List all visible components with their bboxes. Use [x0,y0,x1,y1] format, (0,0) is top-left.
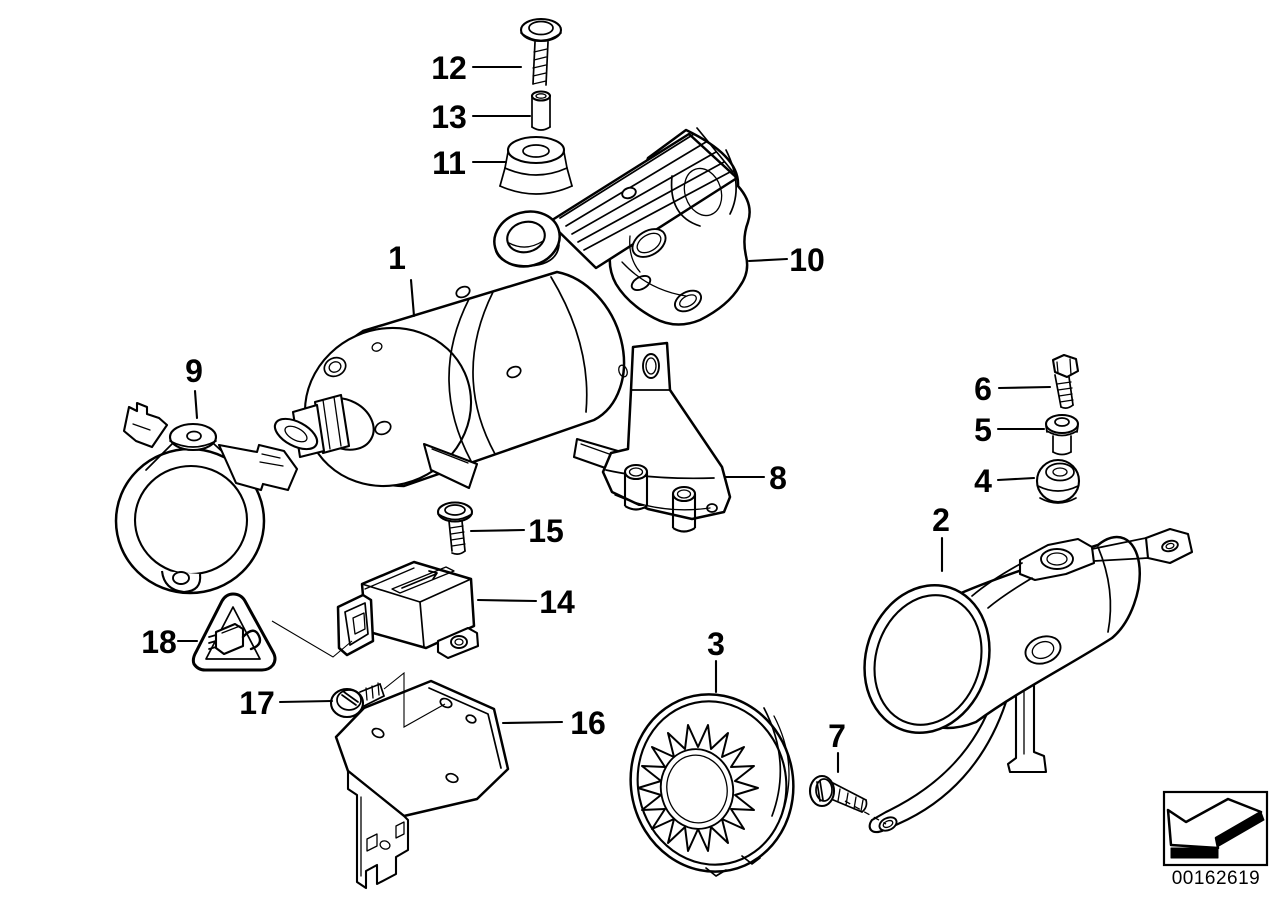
part-11-grommet-drawing [499,135,573,195]
part-7-screw-drawing [808,774,868,813]
part-2-holder-drawing [863,527,1194,834]
callout-number[interactable]: 18 [141,624,177,660]
callout-14[interactable]: 14 [476,584,575,620]
part-1-compressor-drawing [273,270,628,490]
part-4-grommet-drawing [1035,458,1081,504]
part-17-screw-drawing [329,682,385,719]
part-6-bolt-drawing [1051,353,1080,409]
callout-number[interactable]: 10 [789,242,825,278]
callout-number[interactable]: 5 [974,412,992,448]
callout-leader [747,257,789,263]
callout-number[interactable]: 17 [239,685,275,721]
callouts: 1 2 3 4 5 6 7 8 [141,50,1052,774]
callout-leader [501,720,564,725]
callout-leader [997,385,1052,390]
callout-2[interactable]: 2 [932,502,950,573]
part-18-warning-triangle-drawing [191,592,277,672]
callout-number[interactable]: 12 [431,50,467,86]
callout-number[interactable]: 9 [185,353,203,389]
callout-number[interactable]: 11 [432,145,466,181]
callout-10[interactable]: 10 [747,242,825,278]
callout-number[interactable]: 14 [539,584,575,620]
callout-leader [278,699,334,704]
callout-leader [996,476,1036,482]
connector-plug-icon [214,622,245,656]
callout-number[interactable]: 15 [528,513,564,549]
callout-3[interactable]: 3 [707,626,725,694]
nav-arrow-box[interactable] [1162,790,1269,867]
callout-number[interactable]: 8 [769,460,787,496]
callout-12[interactable]: 12 [431,50,523,86]
callout-leader [193,389,199,420]
part-10-holder-bracket-drawing [493,127,751,326]
callout-13[interactable]: 13 [431,99,532,135]
part-16-bracket-drawing [334,679,510,890]
callout-number[interactable]: 3 [707,626,725,662]
callout-number[interactable]: 13 [431,99,467,135]
callout-5[interactable]: 5 [974,412,1046,448]
reference-lines [271,620,887,825]
callout-15[interactable]: 15 [469,513,564,549]
callout-leader [409,278,416,318]
part-15-screw-drawing [436,501,474,555]
callout-number[interactable]: 4 [974,463,992,499]
part-5-bushing-drawing [1044,413,1080,456]
callout-number[interactable]: 1 [388,240,406,276]
part-8-bracket-drawing [601,341,732,533]
callout-number[interactable]: 7 [828,718,846,754]
part-14-sensor-drawing [336,560,480,660]
callout-leader [476,598,538,603]
back-arrow-icon [1166,797,1265,859]
callout-1[interactable]: 1 [388,240,416,318]
part-13-sleeve-drawing [530,90,552,131]
callout-16[interactable]: 16 [501,705,606,741]
callout-4[interactable]: 4 [974,463,1036,499]
callout-leader [469,528,526,533]
part-12-bolt-drawing [519,17,563,86]
callout-number[interactable]: 2 [932,502,950,538]
callout-18[interactable]: 18 [141,624,199,660]
callout-8[interactable]: 8 [723,460,787,496]
callout-number[interactable]: 16 [570,705,606,741]
part-3-damper-ring-drawing [629,693,795,877]
callout-9[interactable]: 9 [185,353,203,420]
part-9-ring-holder-drawing [114,401,299,595]
callout-7[interactable]: 7 [828,718,846,774]
callout-11[interactable]: 11 [432,145,508,181]
diagram-code: 00162619 [1172,868,1261,889]
callout-number[interactable]: 6 [974,371,992,407]
callout-17[interactable]: 17 [239,685,334,721]
callout-6[interactable]: 6 [974,371,1052,407]
